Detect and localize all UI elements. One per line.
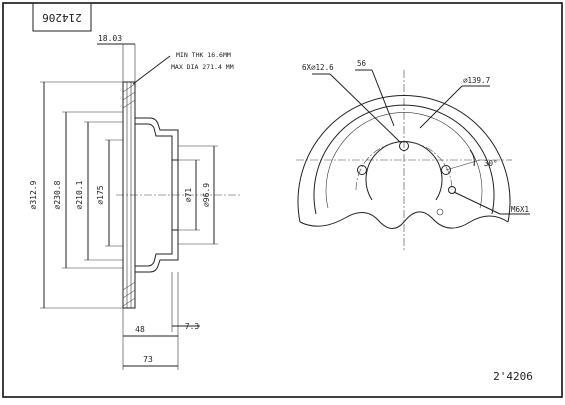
dim-step-7-label: 7.3 — [185, 322, 200, 331]
ring-hatching-top — [122, 83, 136, 109]
thread-label: M6X1 — [511, 205, 529, 214]
break-line — [299, 211, 509, 229]
dim-thickness-label: 18.03 — [98, 34, 122, 43]
dim-offset-48-label: 48 — [135, 325, 145, 334]
rotor-inner-arc-2 — [325, 112, 483, 209]
sheet-border — [2, 2, 563, 398]
dim-71-label: ⌀71 — [184, 188, 193, 203]
bore-callout: 56 — [355, 59, 395, 127]
notes-leader — [132, 55, 171, 85]
dim-230: ⌀230.8 — [53, 111, 123, 269]
ring-hatching-bottom — [122, 281, 136, 307]
angle-callout: 30° — [445, 149, 498, 171]
thickness-notes: MIN THK 16.6MM MAX DIA 271.4 MM — [132, 51, 234, 85]
part-number-footer: 2'4206 — [493, 370, 533, 383]
dim-height-73: 73 — [123, 340, 179, 370]
dim-step-7: 7.3 — [171, 272, 200, 332]
holes-label: 6X⌀12.6 — [302, 63, 334, 72]
angle-label: 30° — [484, 159, 498, 168]
part-number-box-text: 214206 — [42, 11, 82, 24]
dim-210-label: ⌀210.1 — [75, 180, 84, 209]
part-number-box: 214206 — [32, 2, 92, 32]
min-thk-note: MIN THK 16.6MM — [176, 51, 231, 59]
dim-175: ⌀175 — [96, 139, 123, 247]
small-hole — [436, 208, 444, 216]
bolt-hole-right — [441, 165, 451, 175]
hub-profile-outer — [135, 117, 179, 273]
pcd-circle — [355, 141, 453, 191]
hub-profile-inner — [135, 123, 173, 267]
dim-210: ⌀210.1 — [75, 121, 123, 261]
front-view: 6X⌀12.6 56 ⌀139.7 30° M6X1 — [296, 59, 530, 250]
dim-71: ⌀71 — [178, 159, 200, 231]
dim-offset-48: 48 — [122, 272, 179, 370]
dim-96: ⌀96.9 — [178, 145, 218, 245]
thread-callout: M6X1 — [453, 191, 530, 215]
dim-outer-diameter: ⌀312.9 — [29, 81, 123, 309]
dim-96-label: ⌀96.9 — [202, 183, 211, 207]
dim-230-label: ⌀230.8 — [53, 180, 62, 209]
rotor-friction-ring — [122, 81, 136, 309]
rotor-inner-arc-1 — [313, 104, 495, 215]
rotor-outer-arc — [297, 95, 511, 223]
max-dia-note: MAX DIA 271.4 MM — [171, 63, 234, 71]
section-view: ⌀312.9 ⌀230.8 ⌀210.1 ⌀175 ⌀71 — [29, 34, 240, 370]
pcd-label: ⌀139.7 — [463, 76, 490, 85]
bore-label: 56 — [357, 59, 367, 68]
dim-thickness: 18.03 — [97, 34, 136, 82]
pcd-callout: ⌀139.7 — [419, 76, 490, 129]
dim-outer-diameter-label: ⌀312.9 — [29, 180, 38, 209]
holes-callout: 6X⌀12.6 — [302, 63, 401, 143]
dim-175-label: ⌀175 — [96, 185, 105, 204]
dim-height-73-label: 73 — [143, 355, 153, 364]
bolt-hole-top — [399, 141, 409, 151]
bolt-hole-left — [357, 165, 367, 175]
